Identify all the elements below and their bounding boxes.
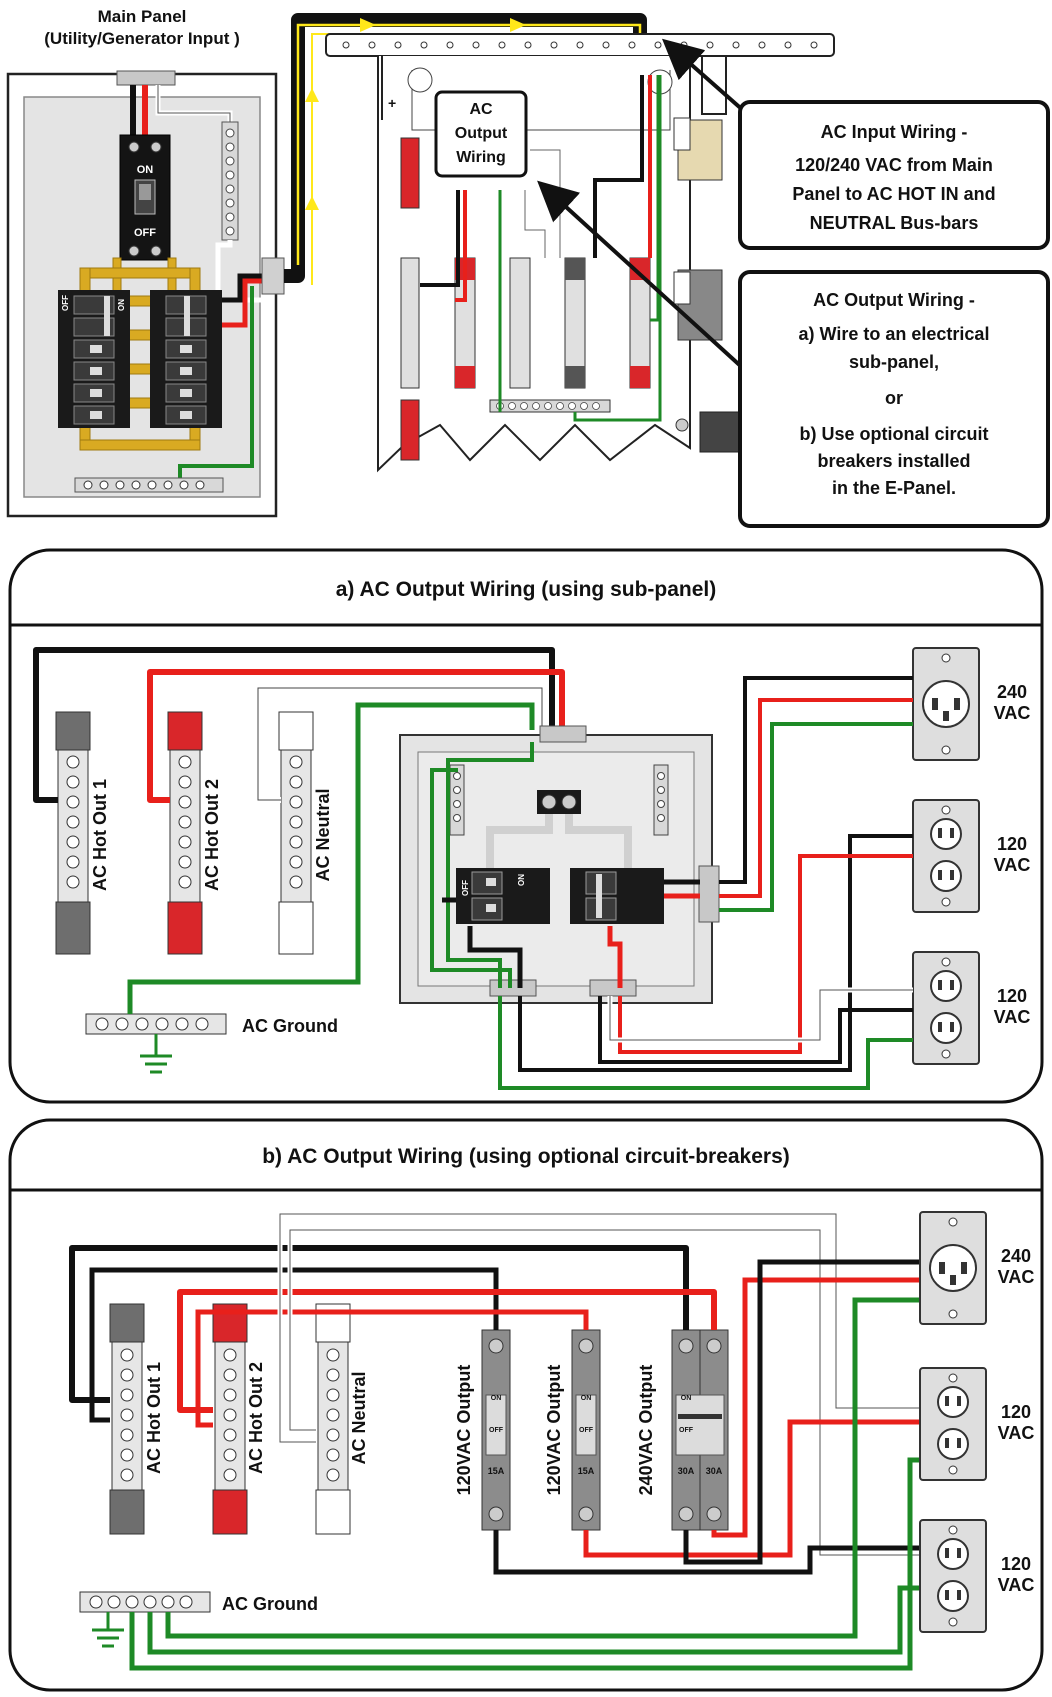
- b-outlet2-line2: VAC: [998, 1423, 1035, 1443]
- main-panel-knockout: [116, 70, 176, 86]
- ac-output-label-line2: Output: [455, 125, 508, 142]
- section-a: a) AC Output Wiring (using sub-panel) AC…: [8, 548, 1044, 1104]
- b-outlet-120-1: 120 VAC: [919, 1367, 1035, 1481]
- b-breaker1-label: 120VAC Output: [454, 1365, 474, 1496]
- bank-on-label: ON: [117, 299, 126, 311]
- a-bus-neutral-label: AC Neutral: [313, 788, 333, 881]
- b-breaker2-label: 120VAC Output: [544, 1365, 564, 1496]
- ac-output-label-line3: Wiring: [456, 149, 506, 166]
- svg-text:+: +: [388, 95, 396, 111]
- e-panel-bus-left: [400, 137, 420, 461]
- a-outlet1-line1: 240: [997, 682, 1027, 702]
- ac-output-label-line1: AC: [469, 101, 493, 118]
- b-outlet-120-2: 120 VAC: [919, 1519, 1035, 1633]
- bank-off-label: OFF: [61, 295, 70, 311]
- a-ground-bus: AC Ground: [85, 1013, 338, 1074]
- b-outlet-240: 240 VAC: [919, 1211, 1035, 1325]
- callout-output-line6: breakers installed: [817, 451, 970, 471]
- callout-output-line7: in the E-Panel.: [832, 478, 956, 498]
- b-outlet3-line1: 120: [1001, 1554, 1031, 1574]
- b-breaker3-off: OFF: [679, 1427, 694, 1434]
- callout-input-line4: NEUTRAL Bus-bars: [810, 213, 979, 233]
- main-breaker-off: OFF: [134, 227, 156, 239]
- b-bus-neutral: AC Neutral: [315, 1303, 369, 1535]
- section-a-title: a) AC Output Wiring (using sub-panel): [336, 578, 717, 601]
- main-breaker-bank: OFF ON: [58, 290, 222, 428]
- ac-output-wiring-label: [434, 90, 528, 178]
- callout-input-line2: 120/240 VAC from Main: [795, 155, 993, 175]
- b-breaker1-off: OFF: [489, 1427, 504, 1434]
- b-bus-hot2: AC Hot Out 2: [212, 1303, 266, 1535]
- callout-ac-input: AC Input Wiring - 120/240 VAC from Main …: [738, 100, 1050, 250]
- a-outlet1-line2: VAC: [994, 703, 1031, 723]
- e-panel: +: [325, 33, 835, 473]
- b-breaker3-on: ON: [681, 1395, 692, 1402]
- callout-output-arrow: [537, 180, 747, 372]
- callout-input-line1: AC Input Wiring -: [821, 122, 968, 142]
- b-ground-label: AC Ground: [222, 1594, 318, 1614]
- b-breaker3-rating-a: 30A: [678, 1466, 695, 1476]
- a-outlet-240: 240 VAC: [912, 647, 1031, 761]
- b-breaker-120-2: ON OFF 15A 120VAC Output: [544, 1329, 601, 1531]
- a-ground-label: AC Ground: [242, 1016, 338, 1036]
- main-neutral-bus: [221, 121, 239, 241]
- a-outlet-120-1: 120 VAC: [912, 799, 1031, 913]
- main-panel-title: Main Panel: [98, 7, 187, 26]
- b-breaker3-rating-b: 30A: [706, 1466, 723, 1476]
- a-outlet-120-2: 120 VAC: [912, 951, 1031, 1065]
- b-breaker2-off: OFF: [579, 1427, 594, 1434]
- a-outlet2-line1: 120: [997, 834, 1027, 854]
- main-panel-subtitle: (Utility/Generator Input ): [44, 29, 240, 48]
- callout-output-line5: b) Use optional circuit: [799, 424, 988, 444]
- a-outlet2-line2: VAC: [994, 855, 1031, 875]
- callout-output-line2: a) Wire to an electrical: [799, 324, 990, 344]
- callout-ac-output: AC Output Wiring - a) Wire to an electri…: [738, 270, 1050, 528]
- b-bus-neutral-label: AC Neutral: [349, 1371, 369, 1464]
- a-bus-hot2: AC Hot Out 2: [167, 711, 222, 955]
- a-outlet3-line2: VAC: [994, 1007, 1031, 1027]
- b-breaker-240: ON OFF 30A 30A 240VAC Output: [636, 1329, 729, 1531]
- callout-output-line3: sub-panel,: [849, 352, 939, 372]
- main-panel: Main Panel (Utility/Generator Input ) ON…: [6, 7, 647, 518]
- a-breaker-on: ON: [517, 874, 526, 886]
- a-bus-hot2-label: AC Hot Out 2: [202, 779, 222, 891]
- b-breaker2-on: ON: [581, 1395, 592, 1402]
- a-bus-hot1: AC Hot Out 1: [55, 711, 110, 955]
- b-bus-hot1: AC Hot Out 1: [109, 1303, 164, 1535]
- b-breaker1-on: ON: [491, 1395, 502, 1402]
- main-breaker-on: ON: [137, 164, 154, 176]
- b-breaker1-rating: 15A: [488, 1466, 505, 1476]
- e-panel-relays: [673, 117, 741, 453]
- callout-output-line1: AC Output Wiring -: [813, 290, 975, 310]
- section-b: b) AC Output Wiring (using optional circ…: [8, 1118, 1044, 1692]
- a-breaker-off: OFF: [461, 880, 470, 896]
- b-outlet2-line1: 120: [1001, 1402, 1031, 1422]
- b-breaker3-label: 240VAC Output: [636, 1365, 656, 1496]
- a-outlet3-line1: 120: [997, 986, 1027, 1006]
- b-outlet1-line1: 240: [1001, 1246, 1031, 1266]
- a-bus-neutral: AC Neutral: [278, 711, 333, 955]
- b-bus-hot2-label: AC Hot Out 2: [246, 1362, 266, 1474]
- b-breaker2-rating: 15A: [578, 1466, 595, 1476]
- b-bus-hot1-label: AC Hot Out 1: [144, 1362, 164, 1474]
- a-bus-hot1-label: AC Hot Out 1: [90, 779, 110, 891]
- e-panel-bus-neutral: [509, 257, 531, 389]
- b-breaker-120-1: ON OFF 15A 120VAC Output: [454, 1329, 511, 1531]
- a-breaker-left: [456, 868, 550, 924]
- callout-input-line3: Panel to AC HOT IN and: [792, 184, 995, 204]
- b-outlet3-line2: VAC: [998, 1575, 1035, 1595]
- callout-input-arrow: [662, 38, 747, 114]
- b-ground-bus: AC Ground: [79, 1591, 318, 1648]
- callout-output-line4: or: [885, 388, 903, 408]
- a-breaker-right: [570, 868, 664, 924]
- section-b-title: b) AC Output Wiring (using optional circ…: [262, 1145, 790, 1168]
- b-outlet1-line2: VAC: [998, 1267, 1035, 1287]
